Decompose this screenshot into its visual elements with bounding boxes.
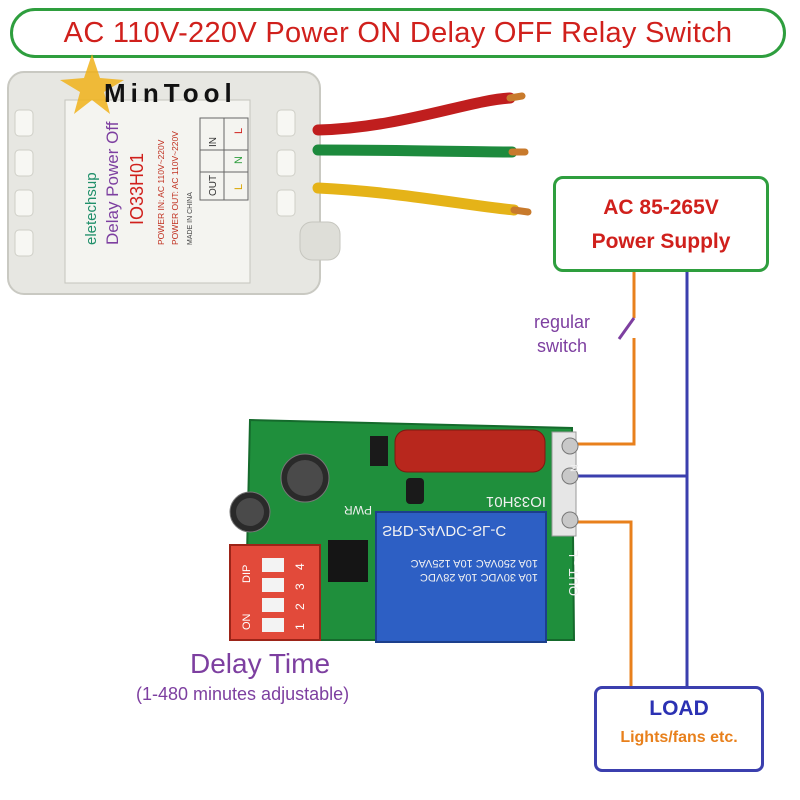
terminal-table [199, 117, 249, 201]
wire-out-load [576, 520, 633, 686]
delay-time-title: Delay Time [190, 648, 331, 679]
terminal-L-out: L [233, 184, 245, 190]
screw-terminals [551, 431, 579, 537]
power-supply-label: Power Supply [591, 230, 731, 253]
module-wires [312, 92, 532, 216]
logo-text: MinTool [104, 78, 237, 108]
case-power-in: POWER IN: AC 110V~220V [156, 139, 166, 245]
delay-time-range: (1-480 minutes adjustable) [136, 684, 350, 704]
board-pwr: PWR [344, 503, 372, 517]
switch-lever [617, 317, 636, 340]
terminal-N-in: N [233, 156, 245, 164]
film-capacitor [394, 429, 546, 473]
title-frame: AC 110V-220V Power ON Delay OFF Relay Sw… [10, 8, 786, 58]
load-box: LOAD Lights/fans etc. [594, 686, 764, 772]
wire-switched-live [578, 338, 636, 446]
case-power-out: POWER OUT: AC 110V~220V [170, 131, 180, 245]
case-made-in: MADE IN CHINA [187, 192, 194, 245]
dip-switch[interactable]: DIP ON 4 3 2 1 [229, 544, 321, 641]
brand-logo: MinTool [60, 54, 237, 114]
relay-rating-2: 10A 30VDC 10A 28VDC [420, 571, 538, 583]
dip-toggle-2[interactable] [262, 598, 284, 612]
case-model: IO33H01 [127, 153, 147, 225]
load-subtitle: Lights/fans etc. [620, 729, 738, 746]
case-vents [14, 109, 296, 257]
load-title: LOAD [649, 697, 709, 720]
case-brand: eletechsup [83, 172, 100, 245]
dip-number-2: 2 [293, 603, 307, 610]
ic-chip [328, 540, 368, 582]
board-model: IO33H01 [486, 493, 546, 510]
regular-switch-line1: regular [534, 312, 591, 332]
case-product-name: Delay Power Off [103, 121, 122, 245]
dip-toggle-4[interactable] [262, 558, 284, 572]
power-supply-box: AC 85-265V Power Supply [553, 176, 769, 272]
regular-switch-label: regular switch [534, 310, 590, 358]
relay-model: SRD-24VDC-SL-C [382, 522, 506, 539]
power-supply-voltage: AC 85-265V [603, 196, 719, 219]
dip-label: DIP [241, 565, 253, 583]
dip-number-4: 4 [293, 563, 307, 570]
dip-toggle-1[interactable] [262, 618, 284, 632]
board-terminal-label: OUT - L [566, 550, 581, 596]
relay-rating-1: 10A 250VAC 10A 125VAC [411, 557, 538, 569]
board-terminal-n: N [569, 464, 581, 472]
dip-on-label: ON [241, 613, 253, 630]
regular-switch-line2: switch [537, 336, 588, 356]
terminal-out-label: OUT [208, 175, 219, 196]
dip-toggle-3[interactable] [262, 578, 284, 592]
wiring [576, 272, 689, 686]
terminal-in-label: IN [208, 137, 219, 147]
terminal-L-in: L [233, 128, 245, 134]
page-title: AC 110V-220V Power ON Delay OFF Relay Sw… [63, 16, 733, 49]
dip-number-3: 3 [293, 583, 307, 590]
relay: SRD-24VDC-SL-C 10A 250VAC 10A 125VAC 10A… [375, 511, 547, 643]
relay-module-case: eletechsup Delay Power Off IO33H01 POWER… [7, 71, 341, 295]
dip-number-1: 1 [293, 623, 307, 630]
logo-star-icon [60, 54, 124, 114]
